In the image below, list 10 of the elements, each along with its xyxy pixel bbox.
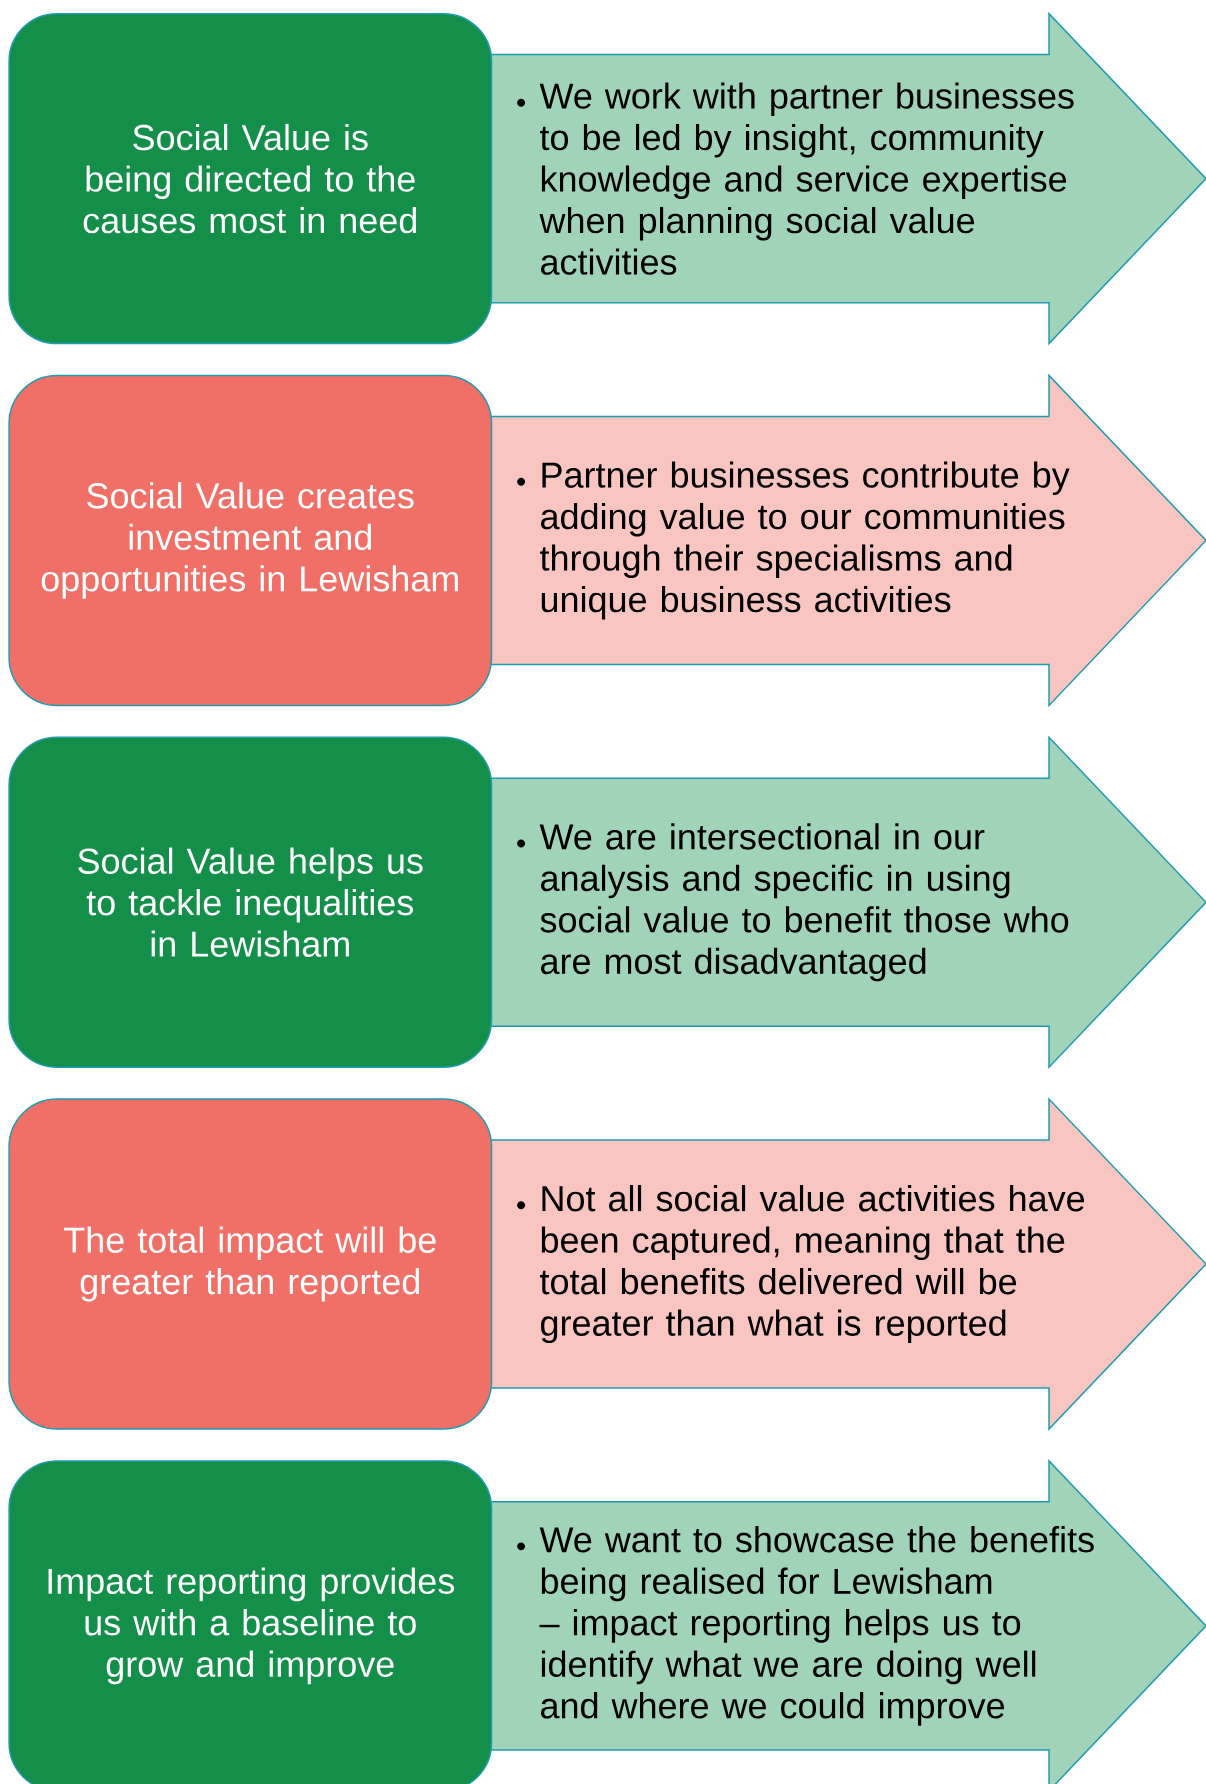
arrow-banner: We work with partner businesses to be led by insight, community knowledge and service expertise when planning social value activities: [488, 11, 1206, 346]
arrow-banner: We want to showcase the benefits being realised for Lewisham – impact reporting helps us to identify what we are doing well and where we could improve: [488, 1459, 1206, 1784]
rounded-box: Impact reporting provides us with a baseline to grow and improve: [8, 1460, 493, 1784]
arrow-banner: Not all social value activities have been captured, meaning that the total benefits delivered will be greater than what is reported: [488, 1097, 1206, 1431]
rounded-box: Social Value helps us to tackle inequalities in Lewisham: [8, 736, 493, 1068]
arrow-banner: Partner businesses contribute by adding value to our communities through their specialisms and unique business activities: [488, 373, 1206, 708]
rounded-box: Social Value is being directed to the causes most in need: [8, 12, 493, 345]
arrow-banner: We are intersectional in our analysis and specific in using social value to benefit those who are most disadvantaged: [488, 735, 1206, 1070]
rounded-box: The total impact will be greater than reported: [8, 1098, 493, 1430]
rounded-box: Social Value creates investment and opportunities in Lewisham: [8, 374, 493, 707]
